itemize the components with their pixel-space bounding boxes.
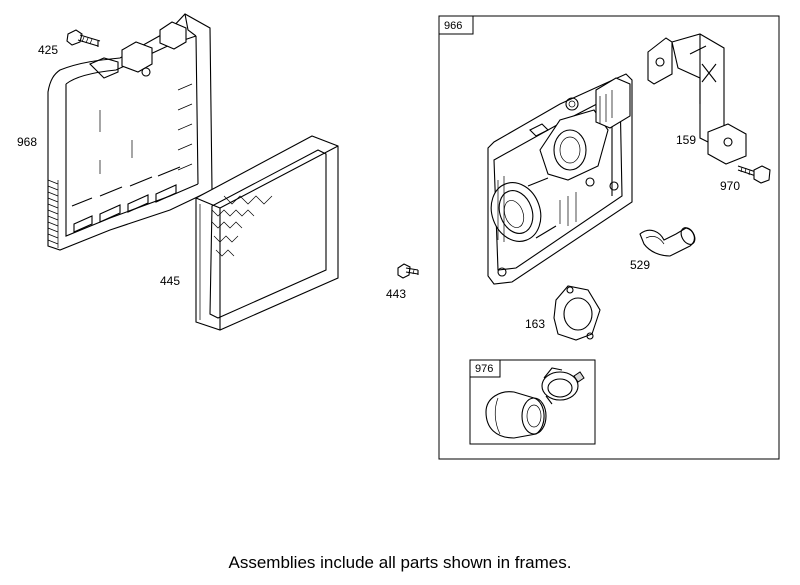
base-plate-drawing [487,73,633,285]
tube-529-drawing [639,227,696,257]
frame-976 [469,359,596,445]
bracket-159-drawing [647,33,747,165]
part-label-968: 968 [17,135,37,149]
filter-445-drawing [195,135,339,331]
frame-966 [438,15,780,460]
part-label-163: 163 [525,317,545,331]
filter-cup-drawing [485,391,547,439]
frame-966-label-box [438,15,474,35]
part-label-159: 159 [676,133,696,147]
part-label-425: 425 [38,43,58,57]
air-cleaner-base-968-drawing [47,13,213,251]
screw-443-drawing [397,263,419,279]
caption: Assemblies include all parts shown in fr… [228,553,572,572]
gasket-163-drawing [553,285,601,341]
frame-label-976: 976 [475,363,493,375]
bolt-970-drawing [737,165,771,184]
hose-clamp-drawing [541,367,585,405]
part-label-443: 443 [386,287,406,301]
frame-976-label-box [469,359,501,378]
bolt-425-drawing [66,29,101,47]
frame-label-966: 966 [444,20,462,32]
part-label-445: 445 [160,274,180,288]
part-label-970: 970 [720,179,740,193]
part-label-529: 529 [630,258,650,272]
